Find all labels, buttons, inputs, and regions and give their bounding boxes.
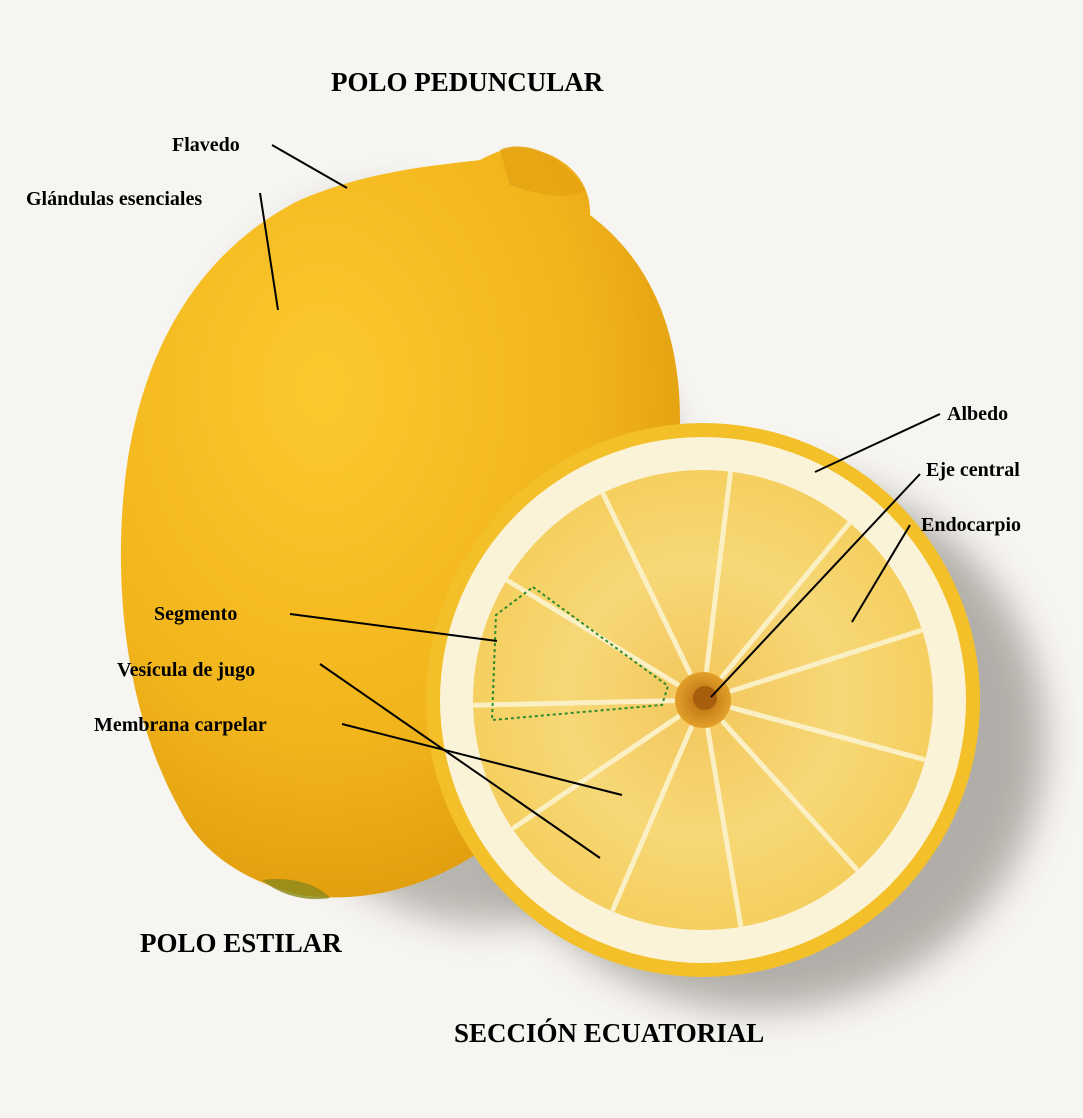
label-segmento: Segmento	[154, 604, 237, 624]
label-eje-central: Eje central	[926, 460, 1020, 480]
heading-seccion-ecuatorial: SECCIÓN ECUATORIAL	[454, 1020, 764, 1047]
label-glandulas-esenciales: Glándulas esenciales	[26, 189, 202, 209]
leader-flavedo	[272, 145, 347, 188]
heading-polo-estilar: POLO ESTILAR	[140, 930, 342, 957]
label-albedo: Albedo	[947, 404, 1008, 424]
label-vesicula-de-jugo: Vesícula de jugo	[117, 660, 255, 680]
heading-polo-peduncular: POLO PEDUNCULAR	[331, 69, 603, 96]
leader-albedo	[815, 414, 940, 472]
label-flavedo: Flavedo	[172, 135, 240, 155]
central-axis-pith	[693, 686, 717, 710]
label-endocarpio: Endocarpio	[921, 515, 1021, 535]
label-membrana-carpelar: Membrana carpelar	[94, 715, 267, 735]
